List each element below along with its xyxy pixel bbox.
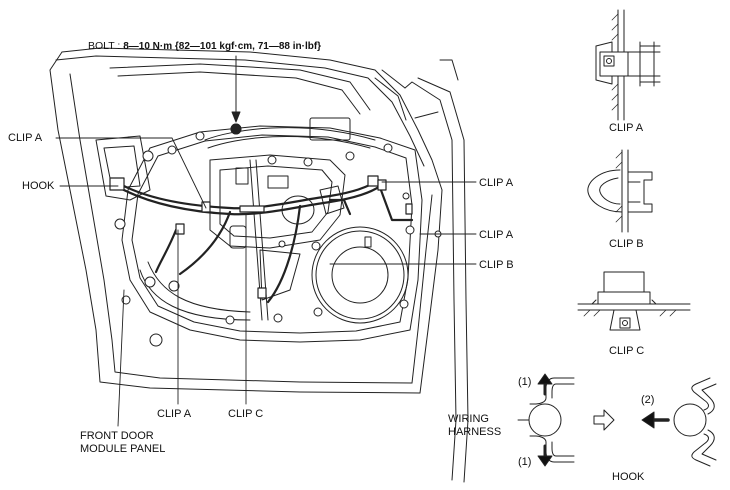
bolt-label: BOLT :: [88, 40, 121, 52]
label-clip-a-bottom: CLIP A: [157, 408, 192, 420]
label-hook-left: HOOK: [22, 180, 55, 192]
bolt-callout: BOLT : 8—10 N·m {82—101 kgf·cm, 71—88 in…: [88, 40, 321, 52]
detail-title-clip-b: CLIP B: [609, 238, 644, 250]
leader-lines: [55, 137, 477, 427]
detail-title-clip-c: CLIP C: [609, 345, 645, 357]
door-outline: [49, 47, 469, 483]
label-clip-a-right-2: CLIP A: [479, 229, 514, 241]
label-wiring-line1: WIRING: [448, 413, 489, 425]
hook-step-2: (2): [641, 394, 655, 406]
label-clip-c-bottom: CLIP C: [228, 408, 264, 420]
label-module-panel-line1: FRONT DOOR: [80, 430, 154, 442]
clip-b-detail: [587, 149, 653, 233]
label-clip-a-left: CLIP A: [8, 132, 43, 144]
clip-c-detail: [577, 271, 691, 331]
hook-detail: [517, 373, 717, 467]
module-panel: [95, 117, 442, 347]
hook-detail-title: HOOK: [612, 471, 645, 483]
wiring-harness: [118, 178, 414, 304]
detail-title-clip-a: CLIP A: [609, 122, 644, 134]
label-wiring-line2: HARNESS: [448, 426, 502, 438]
hook-step-1-top: (1): [518, 376, 532, 388]
label-clip-a-right-1: CLIP A: [479, 177, 514, 189]
bolt-marker: [230, 55, 242, 135]
label-module-panel-line2: MODULE PANEL: [80, 443, 166, 455]
clip-a-detail: [595, 9, 661, 121]
bolt-torque-spec: 8—10 N·m {82—101 kgf·cm, 71—88 in·lbf}: [123, 41, 322, 52]
label-clip-b-right: CLIP B: [479, 259, 514, 271]
hook-step-1-bottom: (1): [518, 456, 532, 468]
